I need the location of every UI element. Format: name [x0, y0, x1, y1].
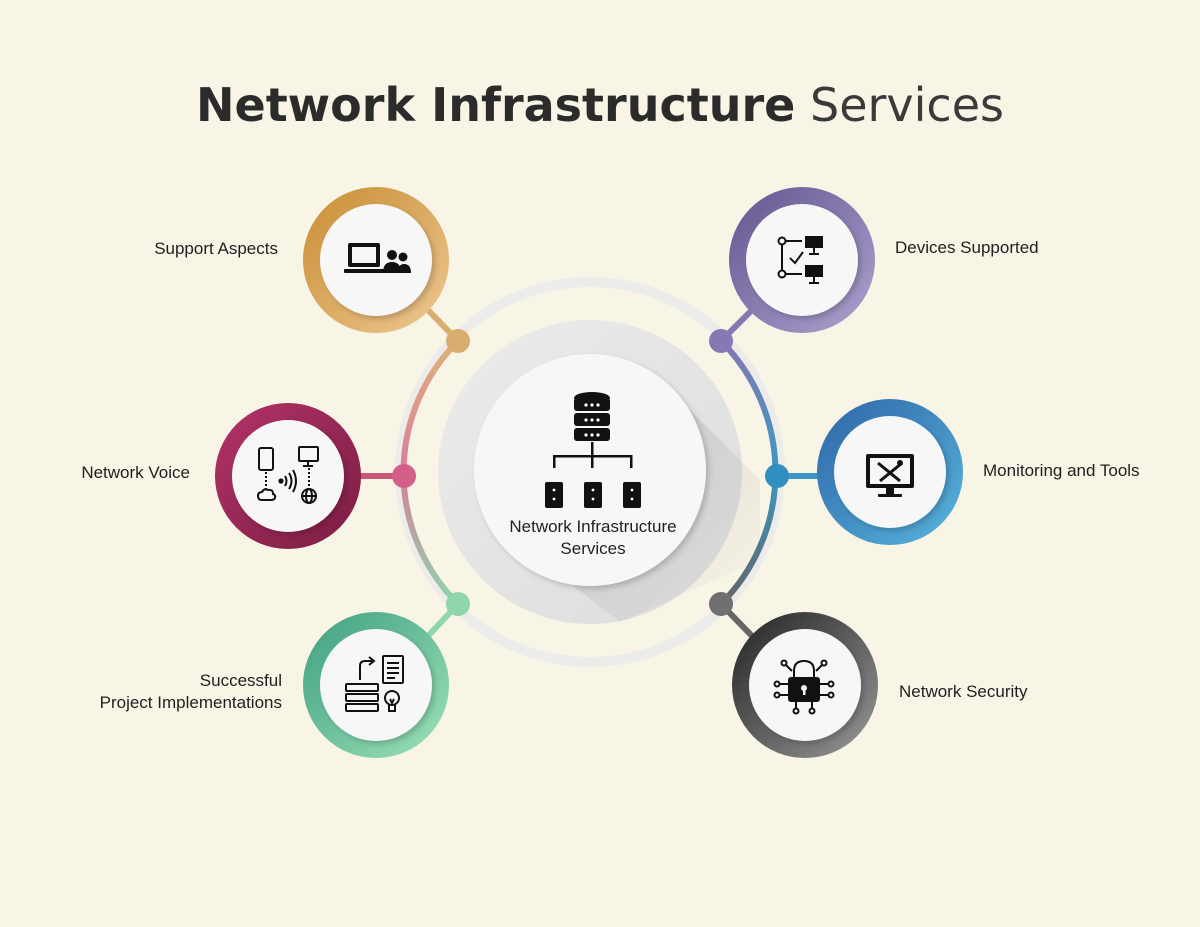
node-support-aspects	[303, 187, 449, 333]
devices-supported-icon	[777, 236, 823, 284]
server-hierarchy-icon	[545, 392, 641, 508]
node-network-voice	[215, 403, 361, 549]
node-monitoring-tools	[817, 399, 963, 545]
label-support-aspects: Support Aspects	[154, 239, 278, 258]
label-project-line1: Successful	[199, 671, 282, 690]
dot-monitoring	[765, 464, 789, 488]
label-network-voice: Network Voice	[81, 463, 190, 482]
node-devices-supported	[729, 187, 875, 333]
label-monitoring-tools: Monitoring and Tools	[983, 461, 1140, 480]
center-label-line2: Services	[560, 539, 626, 558]
label-project-implementations: Successful Project Implementations	[100, 670, 282, 714]
dot-security	[709, 592, 733, 616]
label-devices-supported: Devices Supported	[895, 238, 1039, 257]
title-bold: Network Infrastructure	[196, 78, 796, 132]
center-disk	[474, 354, 706, 586]
voice-network-icon	[256, 446, 319, 504]
network-security-icon	[773, 659, 835, 715]
node-network-security	[732, 612, 878, 758]
title-light: Services	[810, 78, 1004, 132]
label-project-line2: Project Implementations	[99, 693, 282, 712]
laptop-users-icon	[344, 243, 411, 273]
dot-projects	[446, 592, 470, 616]
dot-support	[446, 329, 470, 353]
project-implementation-icon	[345, 655, 404, 712]
page-title: Network Infrastructure Services	[0, 78, 1200, 132]
node-project-implementations	[303, 612, 449, 758]
dot-voice	[392, 464, 416, 488]
monitor-tools-icon	[866, 454, 914, 497]
dot-devices	[709, 329, 733, 353]
center-label: Network Infrastructure Services	[472, 516, 714, 560]
label-network-security: Network Security	[899, 682, 1028, 701]
center-label-line1: Network Infrastructure	[509, 517, 677, 536]
